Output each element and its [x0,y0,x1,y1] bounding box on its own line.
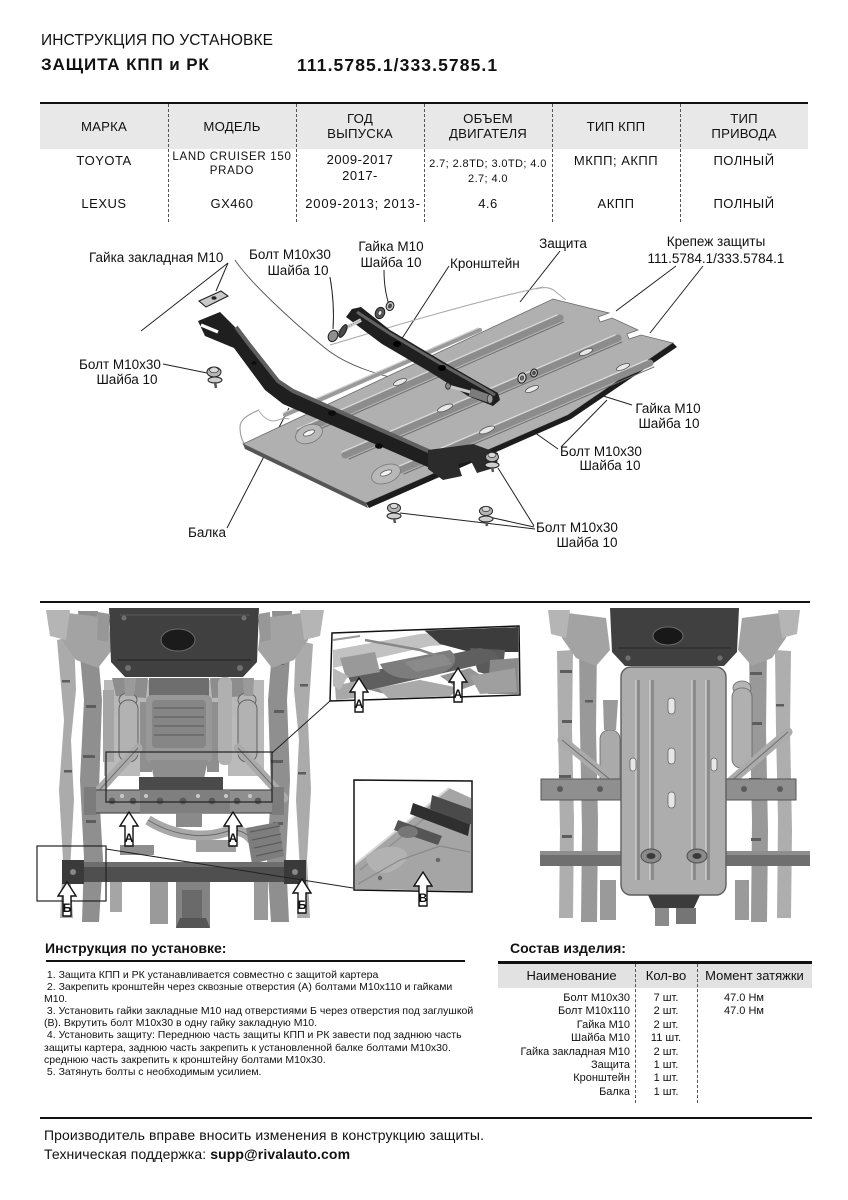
svg-text:Болт М10х30: Болт М10х30 [536,520,618,535]
svg-text:Гайка М10: Гайка М10 [358,239,423,254]
svg-text:А: А [125,831,134,845]
svg-text:Шайба 10: Шайба 10 [267,263,328,278]
svg-text:Шайба 10: Шайба 10 [556,535,617,550]
svg-text:111.5784.1/333.5784.1: 111.5784.1/333.5784.1 [648,251,785,266]
svg-text:Б: Б [63,901,72,915]
svg-text:А: А [454,687,463,701]
svg-text:Болт М10х30: Болт М10х30 [249,247,331,262]
svg-text:Крепеж защиты: Крепеж защиты [667,234,766,249]
svg-text:Шайба 10: Шайба 10 [579,458,640,473]
svg-text:Защита: Защита [539,236,587,251]
svg-text:Гайка М10: Гайка М10 [635,401,700,416]
svg-text:Шайба 10: Шайба 10 [638,416,699,431]
svg-text:Балка: Балка [188,525,226,540]
svg-text:Гайка закладная М10: Гайка закладная М10 [89,250,223,265]
svg-text:В: В [419,891,428,905]
svg-text:А: А [229,831,238,845]
svg-text:Шайба 10: Шайба 10 [96,372,157,387]
svg-text:Шайба 10: Шайба 10 [360,255,421,270]
svg-text:Кронштейн: Кронштейн [450,256,520,271]
svg-text:А: А [355,697,364,711]
svg-text:Болт М10х30: Болт М10х30 [560,444,642,459]
svg-text:Болт М10х30: Болт М10х30 [79,357,161,372]
svg-text:Б: Б [298,898,307,912]
